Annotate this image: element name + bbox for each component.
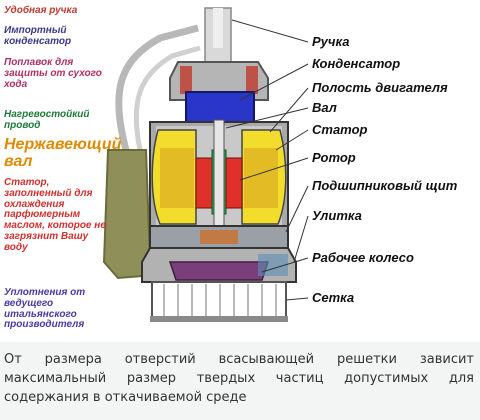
leader-lines — [225, 19, 309, 301]
stator-core-left — [160, 148, 194, 208]
note-cable: Нагревостойкий провод — [4, 109, 90, 131]
callout-bearing-shield: Подшипниковый щит — [312, 178, 458, 193]
note-handle: Удобная ручка — [4, 5, 78, 16]
pump-diagram: Ручка Конденсатор Полость двигателя Вал … — [4, 5, 458, 331]
cable-gland-right — [246, 66, 258, 94]
callout-motor-cavity: Полость двигателя — [312, 80, 448, 95]
seal — [200, 230, 238, 244]
strainer — [151, 281, 287, 319]
callout-impeller: Рабочее колесо — [312, 250, 414, 265]
callout-volute: Улитка — [312, 208, 362, 223]
stator-core-right — [244, 148, 278, 208]
pump-cross-section: Ручка Конденсатор Полость двигателя Вал … — [102, 7, 458, 322]
callout-handle: Ручка — [312, 34, 349, 49]
impeller — [168, 261, 270, 281]
note-shaft: Нержавеющий вал — [4, 136, 122, 171]
note-stator-oil: Статор, заполненный для охлаждения парфю… — [4, 177, 106, 253]
float-cable — [115, 24, 199, 151]
caption-box: От размера отверстий всасывающей решетки… — [0, 342, 480, 420]
rotor-red-right — [225, 157, 243, 209]
capacitor — [185, 91, 255, 123]
callout-strainer: Сетка — [312, 290, 354, 305]
caption-text: От размера отверстий всасывающей решетки… — [4, 352, 474, 405]
cable-gland-left — [180, 66, 192, 94]
top-cover — [169, 61, 269, 101]
note-capacitor: Импортный конденсатор — [4, 25, 72, 47]
rotor-red-left — [195, 157, 213, 209]
note-float: Поплавок для защиты от сухого хода — [4, 57, 102, 90]
callout-rotor: Ротор — [312, 150, 356, 165]
handle-grip — [213, 8, 223, 48]
callout-stator: Статор — [312, 122, 368, 137]
callout-shaft: Вал — [312, 100, 337, 115]
strainer-bars — [163, 284, 277, 316]
note-seals: Уплотнения от ведущего итальянского прои… — [4, 287, 86, 331]
base-plate — [150, 316, 288, 322]
power-cable — [133, 45, 201, 151]
callout-capacitor: Конденсатор — [312, 56, 400, 71]
